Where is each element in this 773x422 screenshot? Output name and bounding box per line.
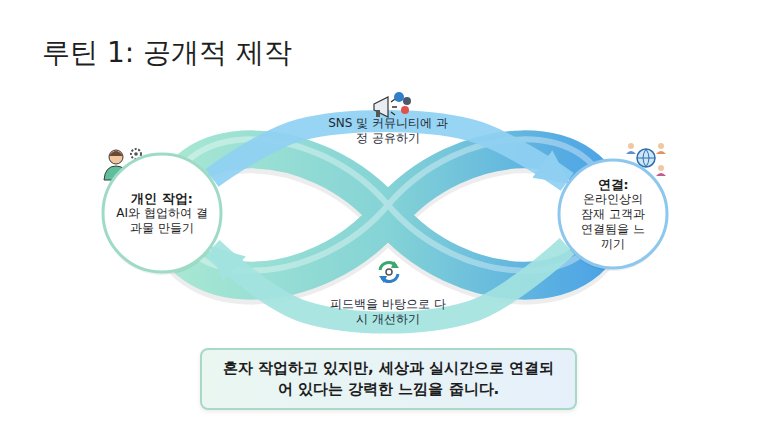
node-content: 개인 작업:AI와 협업하여 결과물 만들기 [101, 152, 223, 274]
circle-border [559, 160, 667, 268]
flow-arrow [212, 246, 567, 322]
edges-layer [212, 121, 567, 322]
megaphone-icon [374, 92, 411, 117]
node-heading: 개인 작업: [114, 191, 210, 206]
stage-circle: 연결:온라인상의 잠재 고객과 연결됨을 느끼기 [557, 158, 669, 270]
icon-globe [637, 149, 655, 167]
node-content: 혼자 작업하고 있지만, 세상과 실시간으로 연결되어 있다는 강력한 느낌을 … [202, 350, 575, 408]
icon-person [658, 143, 664, 149]
icon-gear [386, 269, 392, 275]
icon-hair [109, 151, 123, 156]
icon-person [628, 143, 634, 149]
diagram-title: 루틴 1: 공개적 제작 [42, 34, 292, 72]
icon-person [656, 173, 666, 176]
icon-person [626, 151, 636, 154]
icon-badge [401, 106, 409, 114]
icon-backdrop [376, 259, 402, 285]
refresh-icon [376, 259, 402, 285]
icon-megaphone [374, 97, 388, 117]
icon-gear-hub [134, 152, 138, 156]
icon-arrowhead [379, 276, 387, 283]
caption-box: 혼자 작업하고 있지만, 세상과 실시간으로 연결되어 있다는 강력한 느낌을 … [200, 348, 577, 410]
flow-arrow [212, 121, 567, 182]
node-body: AI와 협업하여 결과물 만들기 [114, 206, 210, 236]
icon-person [656, 151, 666, 154]
node-body: 온라인상의 잠재 고객과 연결됨을 느끼기 [576, 192, 650, 252]
icon-head [109, 150, 123, 164]
stage-circle: 개인 작업:AI와 협업하여 결과물 만들기 [101, 152, 223, 274]
edge-label: SNS 및 커뮤니티에 과정 공유하기 [328, 116, 448, 146]
node-content: 연결:온라인상의 잠재 고객과 연결됨을 느끼기 [557, 158, 669, 270]
icon-badge [394, 92, 404, 102]
icon-globe-lines [637, 149, 655, 167]
icon-handle [376, 110, 380, 117]
icon-badge [403, 97, 411, 105]
icon-sound [391, 99, 397, 115]
icon-arrowhead [391, 261, 399, 268]
node-heading: 연결: [576, 177, 650, 192]
edge-label: 피드백을 바탕으로 다시 개선하기 [328, 297, 448, 327]
circle-border [103, 154, 221, 272]
icon-person [658, 165, 664, 171]
caption-text: 혼자 작업하고 있지만, 세상과 실시간으로 연결되어 있다는 강력한 느낌을 … [216, 358, 561, 400]
